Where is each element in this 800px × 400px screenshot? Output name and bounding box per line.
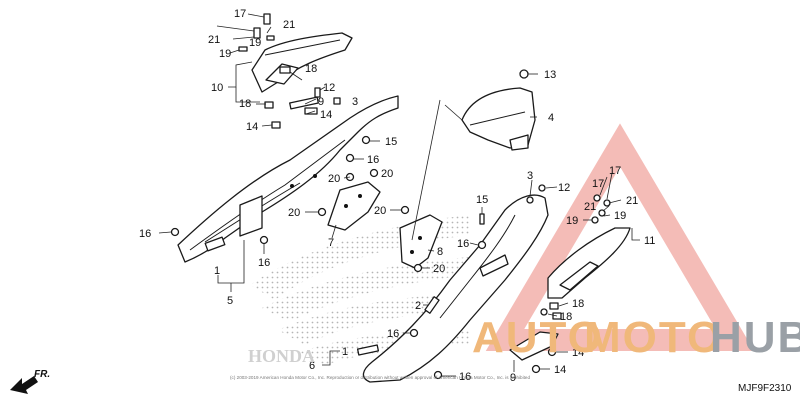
leader-lines [158,13,640,377]
bracket-plate-8 [399,214,443,269]
lower-cover-9 [509,331,559,361]
front-direction-indicator: FR. [10,369,50,394]
side-panel-11 [547,227,631,299]
brand-mark: HONDA [248,346,315,366]
callout-8: 8 [437,246,443,258]
upper-grab-rail [251,32,353,93]
callout-19: 19 [566,215,578,227]
callout-21: 21 [584,201,596,213]
callout-17: 17 [609,165,621,177]
callout-10: 10 [211,82,223,94]
callout-14: 14 [320,109,332,121]
callout-16: 16 [387,328,399,340]
callout-3: 3 [527,170,533,182]
watermark-text: AUTO MOTO HUB [472,313,800,362]
callout-17: 17 [234,8,246,20]
callout-3: 3 [352,96,358,108]
callout-19: 19 [249,37,261,49]
callout-20: 20 [374,205,386,217]
callout-9: 9 [510,372,516,384]
callout-1: 1 [342,346,348,358]
callout-18: 18 [305,63,317,75]
callout-14: 14 [554,364,566,376]
callout-18: 18 [239,98,251,110]
callout-16: 16 [139,228,151,240]
callout-16: 16 [457,238,469,250]
callout-15: 15 [476,194,488,206]
rear-seat-cowl [461,87,536,151]
callout-16: 16 [459,371,471,383]
front-arrow-icon [10,376,38,394]
callout-11: 11 [644,235,655,247]
diagram-code: MJF9F2310 [738,383,792,394]
callout-12: 12 [558,182,570,194]
callout-9: 9 [318,96,324,108]
bracket-plate-7 [327,181,381,231]
callout-20: 20 [288,207,300,219]
left-side-rail [177,95,399,263]
callout-15: 15 [385,136,397,148]
callout-13: 13 [544,69,556,81]
front-label: FR. [34,369,50,380]
callout-5: 5 [227,295,233,307]
callout-20: 20 [328,173,340,185]
callout-21: 21 [626,195,638,207]
callout-19: 19 [614,210,626,222]
callout-labels: 17 21 21 19 19 10 18 18 12 9 3 14 14 13 … [139,8,655,384]
watermark-moto: MOTO [584,313,723,362]
callout-19: 19 [219,48,231,60]
callout-4: 4 [548,112,554,124]
callout-18: 18 [560,311,572,323]
main-side-cover [362,194,549,383]
copyright-text: (c) 2003-2019 American Honda Motor Co., … [230,375,530,380]
fasteners [170,13,611,380]
callout-14: 14 [572,347,584,359]
callout-2: 2 [415,300,421,312]
watermark-hub: HUB [710,313,800,362]
callout-17: 17 [592,178,604,190]
callout-1: 1 [214,265,220,277]
callout-16: 16 [258,257,270,269]
callout-20: 20 [381,168,393,180]
callout-21: 21 [208,34,220,46]
callout-16: 16 [367,154,379,166]
watermark-auto: AUTO [472,313,604,362]
callout-14: 14 [246,121,258,133]
callout-20: 20 [433,263,445,275]
callout-12: 12 [323,82,335,94]
callout-21: 21 [283,19,295,31]
callout-6: 6 [309,360,315,372]
callout-18: 18 [572,298,584,310]
callout-7: 7 [328,237,334,249]
watermark-triangle [485,123,755,351]
